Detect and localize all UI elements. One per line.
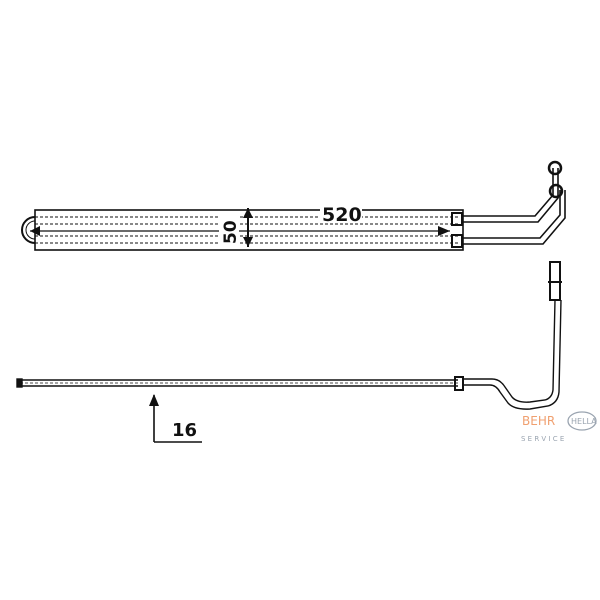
cooler-side-view xyxy=(16,261,562,410)
dimension-thickness: 16 xyxy=(149,394,202,443)
hella-logo-oval xyxy=(567,411,597,431)
fitting-upper xyxy=(451,212,463,226)
length-dimension-label: 520 xyxy=(322,204,362,226)
cooler-side-body xyxy=(20,379,458,387)
cooler-top-view xyxy=(21,160,566,251)
pipe-end-lower xyxy=(548,183,564,199)
pipe-end-upper xyxy=(547,160,563,176)
side-pipe xyxy=(463,299,562,410)
dimension-height: 50 xyxy=(219,208,253,247)
service-text: S E R V I C E xyxy=(521,435,564,443)
dimension-length: 520 xyxy=(30,203,450,236)
thickness-dimension-label: 16 xyxy=(172,420,197,441)
hella-logo-text: HELLA xyxy=(571,417,597,426)
side-fitting xyxy=(454,376,464,391)
behr-logo-text: BEHR xyxy=(522,414,555,428)
pipe-upper xyxy=(462,168,559,223)
height-dimension-label: 50 xyxy=(221,220,241,244)
pipe-lower xyxy=(462,190,566,245)
fitting-lower xyxy=(451,234,463,248)
behr-hella-logo: BEHR HELLA S E R V I C E xyxy=(521,411,597,443)
